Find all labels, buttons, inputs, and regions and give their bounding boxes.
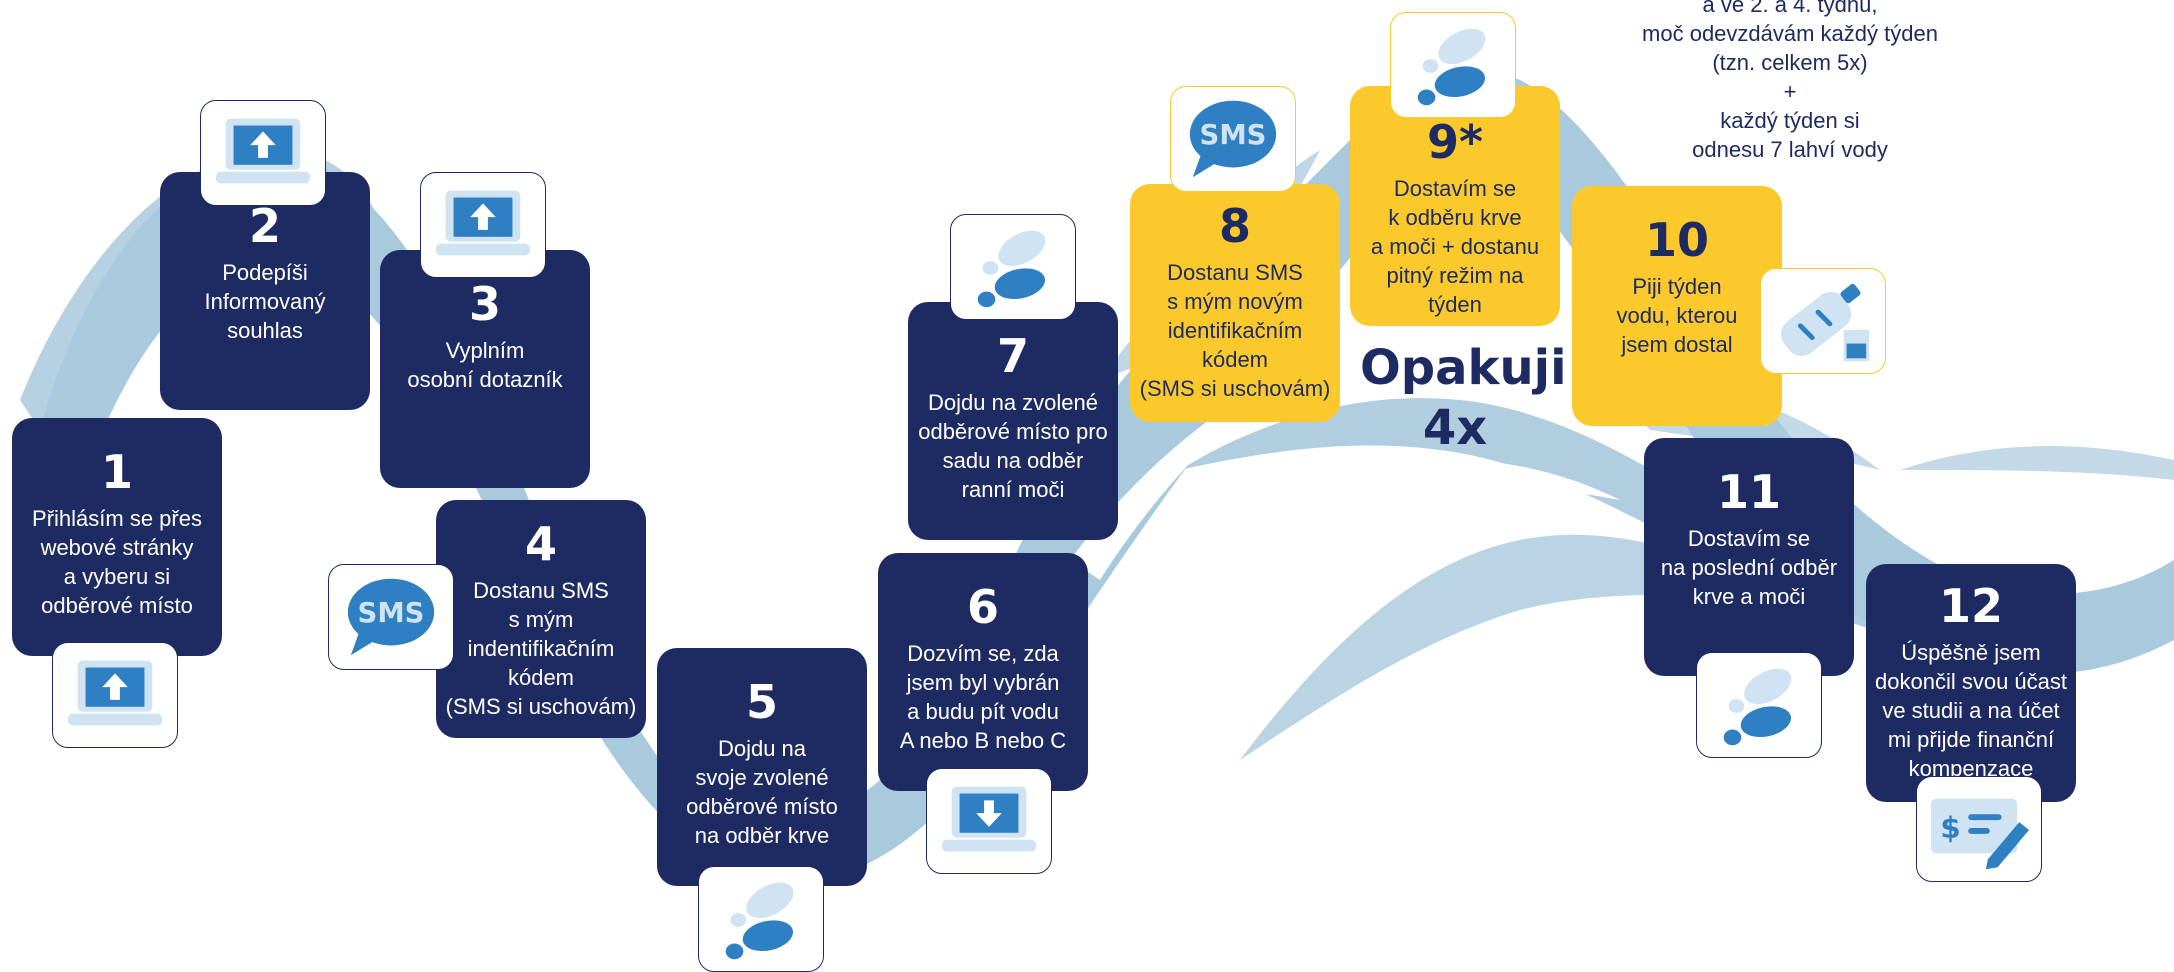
- repeat-count: 4x: [1422, 400, 1488, 456]
- sms-icon-label: SMS: [358, 598, 425, 629]
- sms-icon: SMS: [328, 564, 454, 670]
- step-8-text: Dostanu SMS s mým novým identifikačním k…: [1139, 260, 1331, 401]
- water-bottle-icon: [1760, 268, 1886, 374]
- repeat-note: a ve 2. a 4. týdnu, moč odevzdávám každý…: [1642, 0, 1938, 162]
- step-5-text: Dojdu na svoje zvolené odběrové místo na…: [686, 736, 838, 848]
- step-4: 4 Dostanu SMS s mým indentifikačním kóde…: [436, 500, 646, 738]
- step-2-text: Podepíši Informovaný souhlas: [204, 260, 326, 343]
- step-1: 1 Přihlásím se přes webové stránky a vyb…: [12, 418, 222, 656]
- step-11-number: 11: [1716, 465, 1781, 519]
- step-4-number: 4: [524, 517, 557, 571]
- repeat-label-text: Opakuji: [1360, 340, 1567, 396]
- step-2-number: 2: [248, 199, 281, 253]
- laptop-upload-icon: [200, 100, 326, 206]
- step-9-text: Dostavím se k odběru krve a moči + dosta…: [1370, 176, 1540, 317]
- step-7: 7 Dojdu na zvolené odběrové místo pro sa…: [908, 302, 1118, 540]
- step-5-number: 5: [745, 675, 778, 729]
- step-3: 3 Vyplním osobní dotazník: [380, 250, 590, 488]
- step-11-text: Dostavím se na poslední odběr krve a moč…: [1660, 526, 1838, 609]
- sms-icon: SMS: [1170, 86, 1296, 192]
- step-10-text: Piji týden vodu, kterou jsem dostal: [1616, 274, 1738, 357]
- step-8: 8 Dostanu SMS s mým novým identifikačním…: [1130, 184, 1340, 422]
- step-6-text: Dozvím se, zda jsem byl vybrán a budu pí…: [899, 641, 1067, 753]
- step-10-number: 10: [1644, 213, 1709, 267]
- step-6-number: 6: [966, 580, 999, 634]
- step-8-number: 8: [1218, 199, 1251, 253]
- step-12: 12 Úspěšně jsem dokončil svou účast ve s…: [1866, 564, 2076, 802]
- step-4-text: Dostanu SMS s mým indentifikačním kódem …: [445, 578, 637, 719]
- step-5: 5 Dojdu na svoje zvolené odběrové místo …: [657, 648, 867, 886]
- step-3-number: 3: [468, 277, 501, 331]
- payment-card-icon: $: [1916, 776, 2042, 882]
- laptop-upload-icon: [420, 172, 546, 278]
- step-12-text: Úspěšně jsem dokončil svou účast ve stud…: [1875, 640, 2067, 781]
- step-7-text: Dojdu na zvolené odběrové místo pro sadu…: [918, 390, 1108, 502]
- step-9: 9* Dostavím se k odběru krve a moči + do…: [1350, 86, 1560, 326]
- step-10: 10 Piji týden vodu, kterou jsem dostal: [1572, 186, 1782, 426]
- laptop-upload-icon: [52, 642, 178, 748]
- step-1-number: 1: [100, 445, 133, 499]
- step-9-number: 9*: [1426, 115, 1484, 169]
- footsteps-icon: [1390, 12, 1516, 118]
- sms-icon-label: SMS: [1200, 120, 1267, 151]
- step-6: 6 Dozvím se, zda jsem byl vybrán a budu …: [878, 553, 1088, 791]
- footsteps-icon: [950, 214, 1076, 320]
- step-11: 11 Dostavím se na poslední odběr krve a …: [1644, 438, 1854, 676]
- footsteps-icon: [1696, 652, 1822, 758]
- laptop-download-icon: [926, 768, 1052, 874]
- step-7-number: 7: [996, 329, 1029, 383]
- step-1-text: Přihlásím se přes webové stránky a vyber…: [32, 506, 202, 618]
- footsteps-icon: [698, 866, 824, 972]
- svg-text:$: $: [1940, 811, 1960, 845]
- step-2: 2 Podepíši Informovaný souhlas: [160, 172, 370, 410]
- step-12-number: 12: [1938, 579, 2003, 633]
- repeat-label: Opakuji 4x: [1360, 338, 1567, 458]
- step-3-text: Vyplním osobní dotazník: [407, 338, 563, 392]
